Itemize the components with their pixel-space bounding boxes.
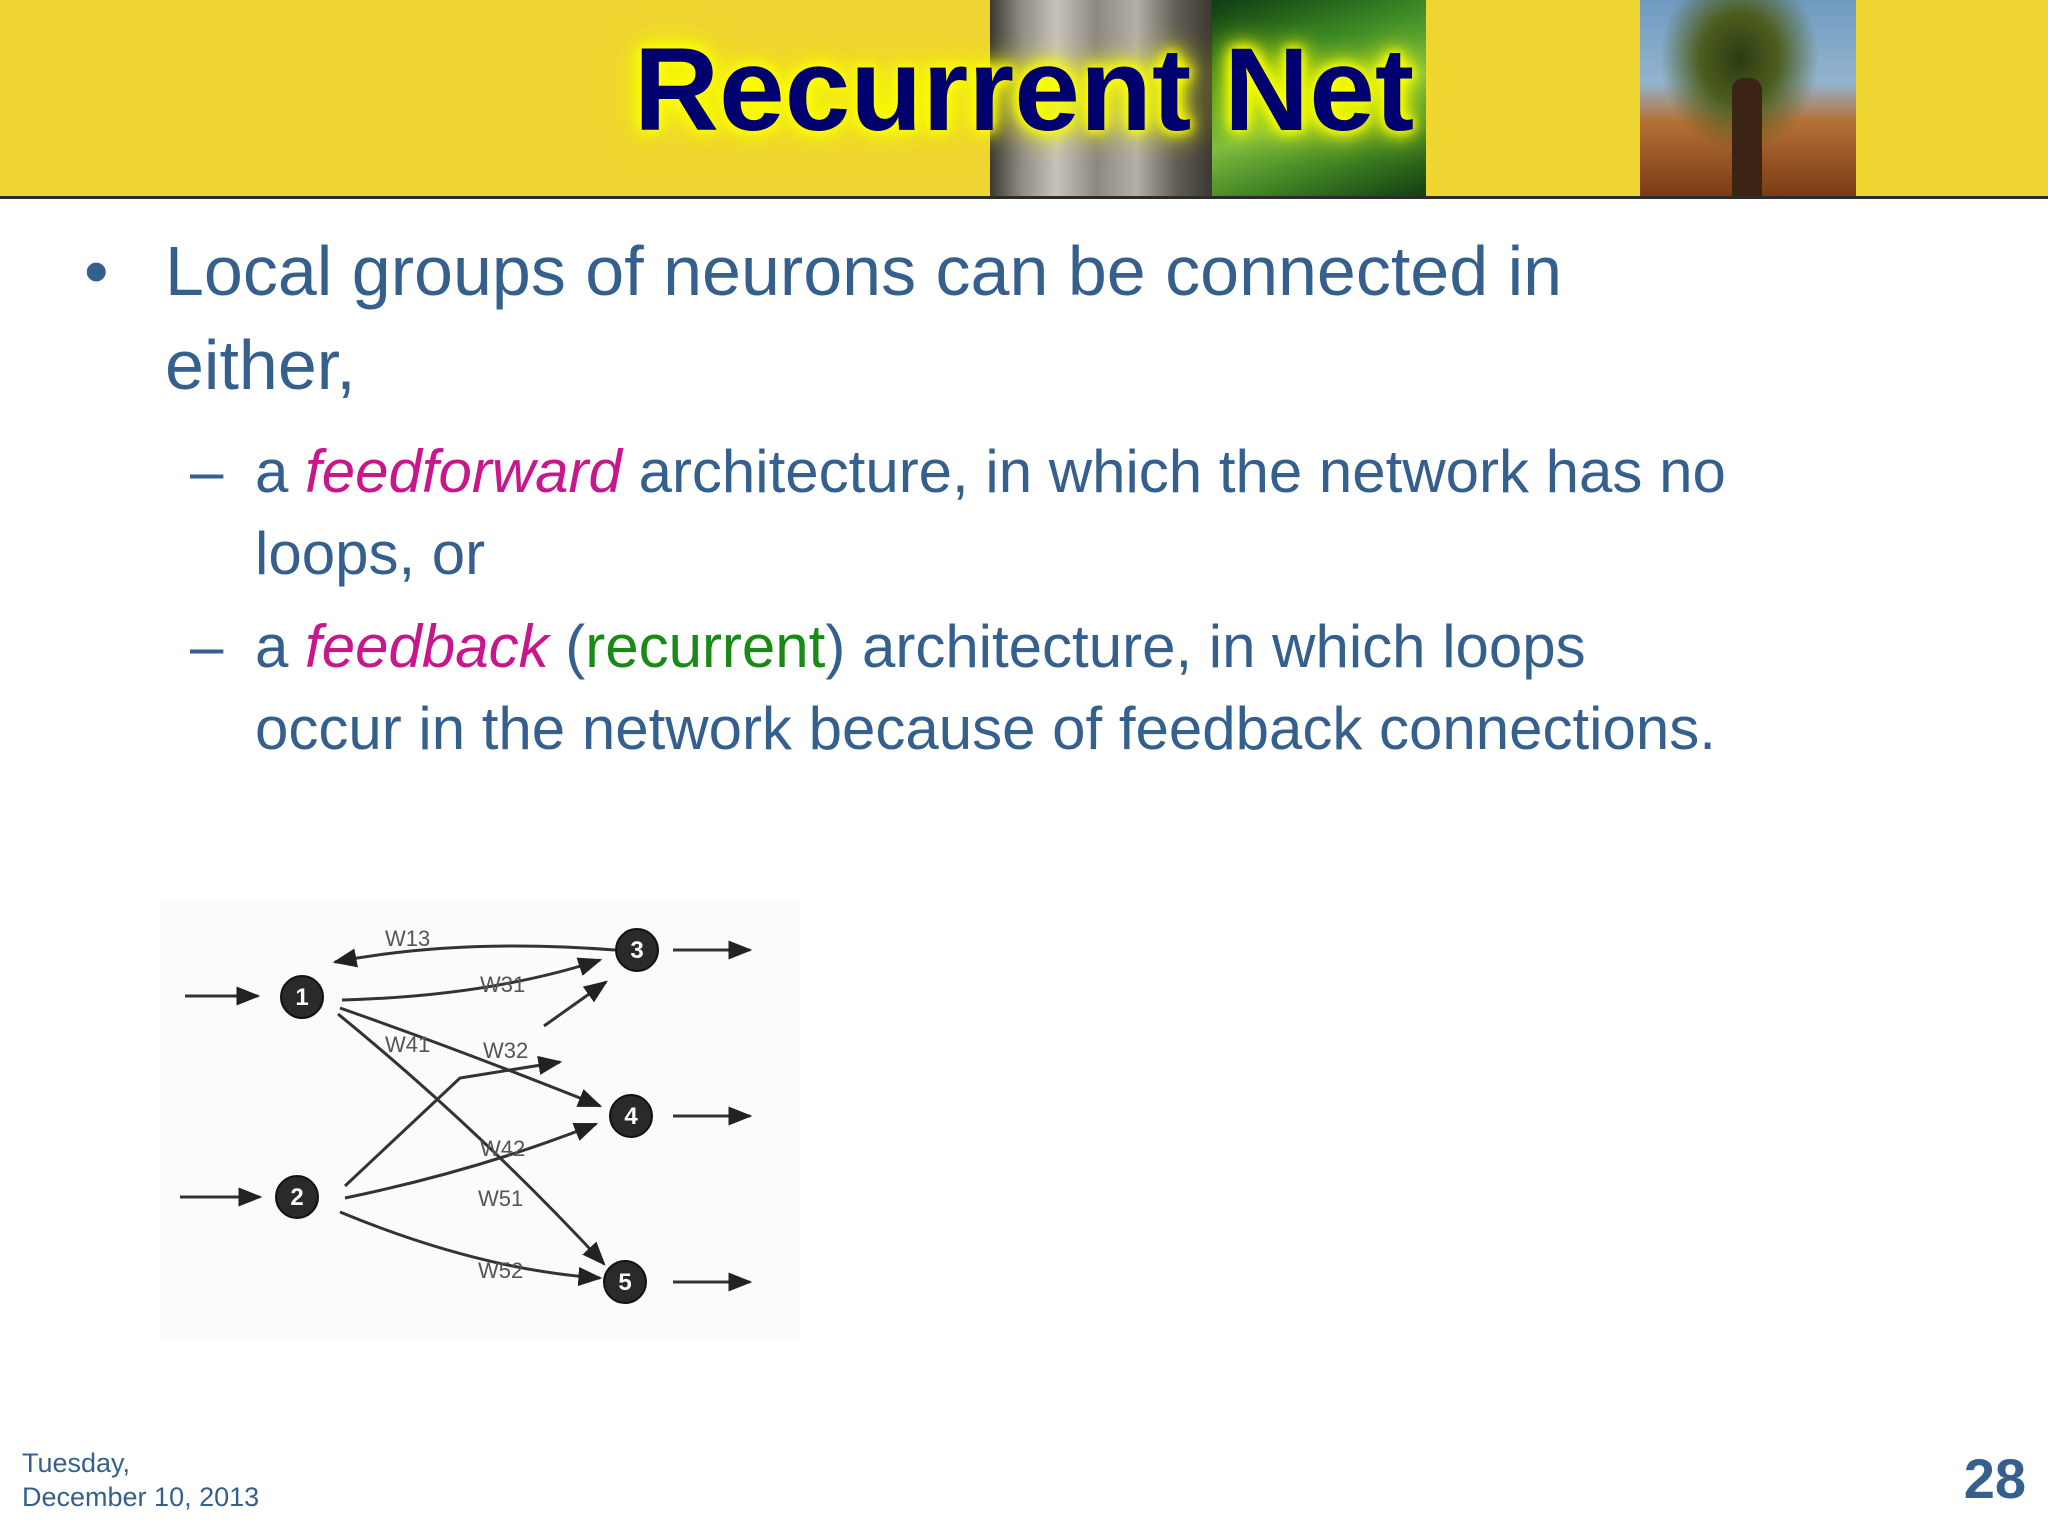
edge-w13 [332,944,616,968]
sub-bullet-feedforward-line1: a feedforward architecture, in which the… [255,431,1975,513]
sub1-prefix: a [255,438,306,505]
sub-bullet-feedback-line1: a feedback (recurrent) architecture, in … [255,606,1975,688]
node-3 [615,928,659,972]
weight-w52: W52 [478,1258,523,1283]
sub2-paren: ( [548,613,586,680]
weight-w42: W42 [480,1136,525,1161]
feedback-term: feedback [305,613,549,680]
node-2-label: 2 [290,1184,303,1211]
tree-trunk [1732,78,1762,196]
slide-date: Tuesday, December 10, 2013 [22,1446,259,1514]
weight-w41: W41 [385,1032,430,1057]
recurrent-network-diagram: 1 2 3 4 5 W13 W31 W41 W32 W42 W51 W52 [160,900,800,1340]
date-full: December 10, 2013 [22,1482,260,1512]
sub-bullet-feedforward-line2: loops, or [255,520,486,587]
edge-w51 [337,1012,606,1266]
node-1 [280,975,324,1019]
network-svg: 1 2 3 4 5 W13 W31 W41 W32 W42 W51 W52 [180,926,753,1304]
concrete-photo [990,0,1212,196]
slide-title: Recurrent Net [633,24,1415,156]
sub-bullet-feedforward: a feedforward architecture, in which the… [255,431,1975,595]
sub1-rest: architecture, in which the network has n… [621,438,1726,505]
node-5-label: 5 [618,1269,631,1296]
weight-w51: W51 [478,1186,523,1211]
bullet-marker: • [84,232,109,310]
sub-bullet-dash: – [190,438,224,505]
sub-bullet-dash: – [190,613,224,680]
edge-feedback-3 [543,980,608,1028]
node-1-label: 1 [295,984,308,1011]
date-weekday: Tuesday, [22,1448,131,1478]
weight-w32: W32 [483,1038,528,1063]
recurrent-term: recurrent [585,613,826,680]
node-4 [609,1094,653,1138]
edge-w42 [344,1122,599,1200]
node-4-label: 4 [624,1103,638,1130]
feedforward-term: feedforward [305,438,622,505]
header-band [0,0,2048,196]
sub2-rest: ) architecture, in which loops [825,613,1586,680]
node-3-label: 3 [630,937,643,964]
edge-w41 [339,1006,603,1108]
sub-bullet-feedback: a feedback (recurrent) architecture, in … [255,606,1975,770]
main-bullet-line2: either, [165,326,356,404]
weight-w13: W13 [385,926,430,951]
weight-w31: W31 [480,972,525,997]
tree-photo [1640,0,1856,196]
edge-w31 [341,957,603,1002]
edge-w52 [339,1210,603,1287]
grass-photo [1212,0,1426,196]
sub-bullet-feedback-line2: occur in the network because of feedback… [255,695,1716,762]
main-bullet-line1: Local groups of neurons can be connected… [165,232,1563,310]
sub2-prefix: a [255,613,306,680]
main-bullet: Local groups of neurons can be connected… [165,224,1885,412]
page-number: 28 [1963,1447,2026,1510]
header-divider [0,196,2048,199]
edge-w32 [343,1055,563,1188]
node-5 [603,1260,647,1304]
node-2 [275,1175,319,1219]
